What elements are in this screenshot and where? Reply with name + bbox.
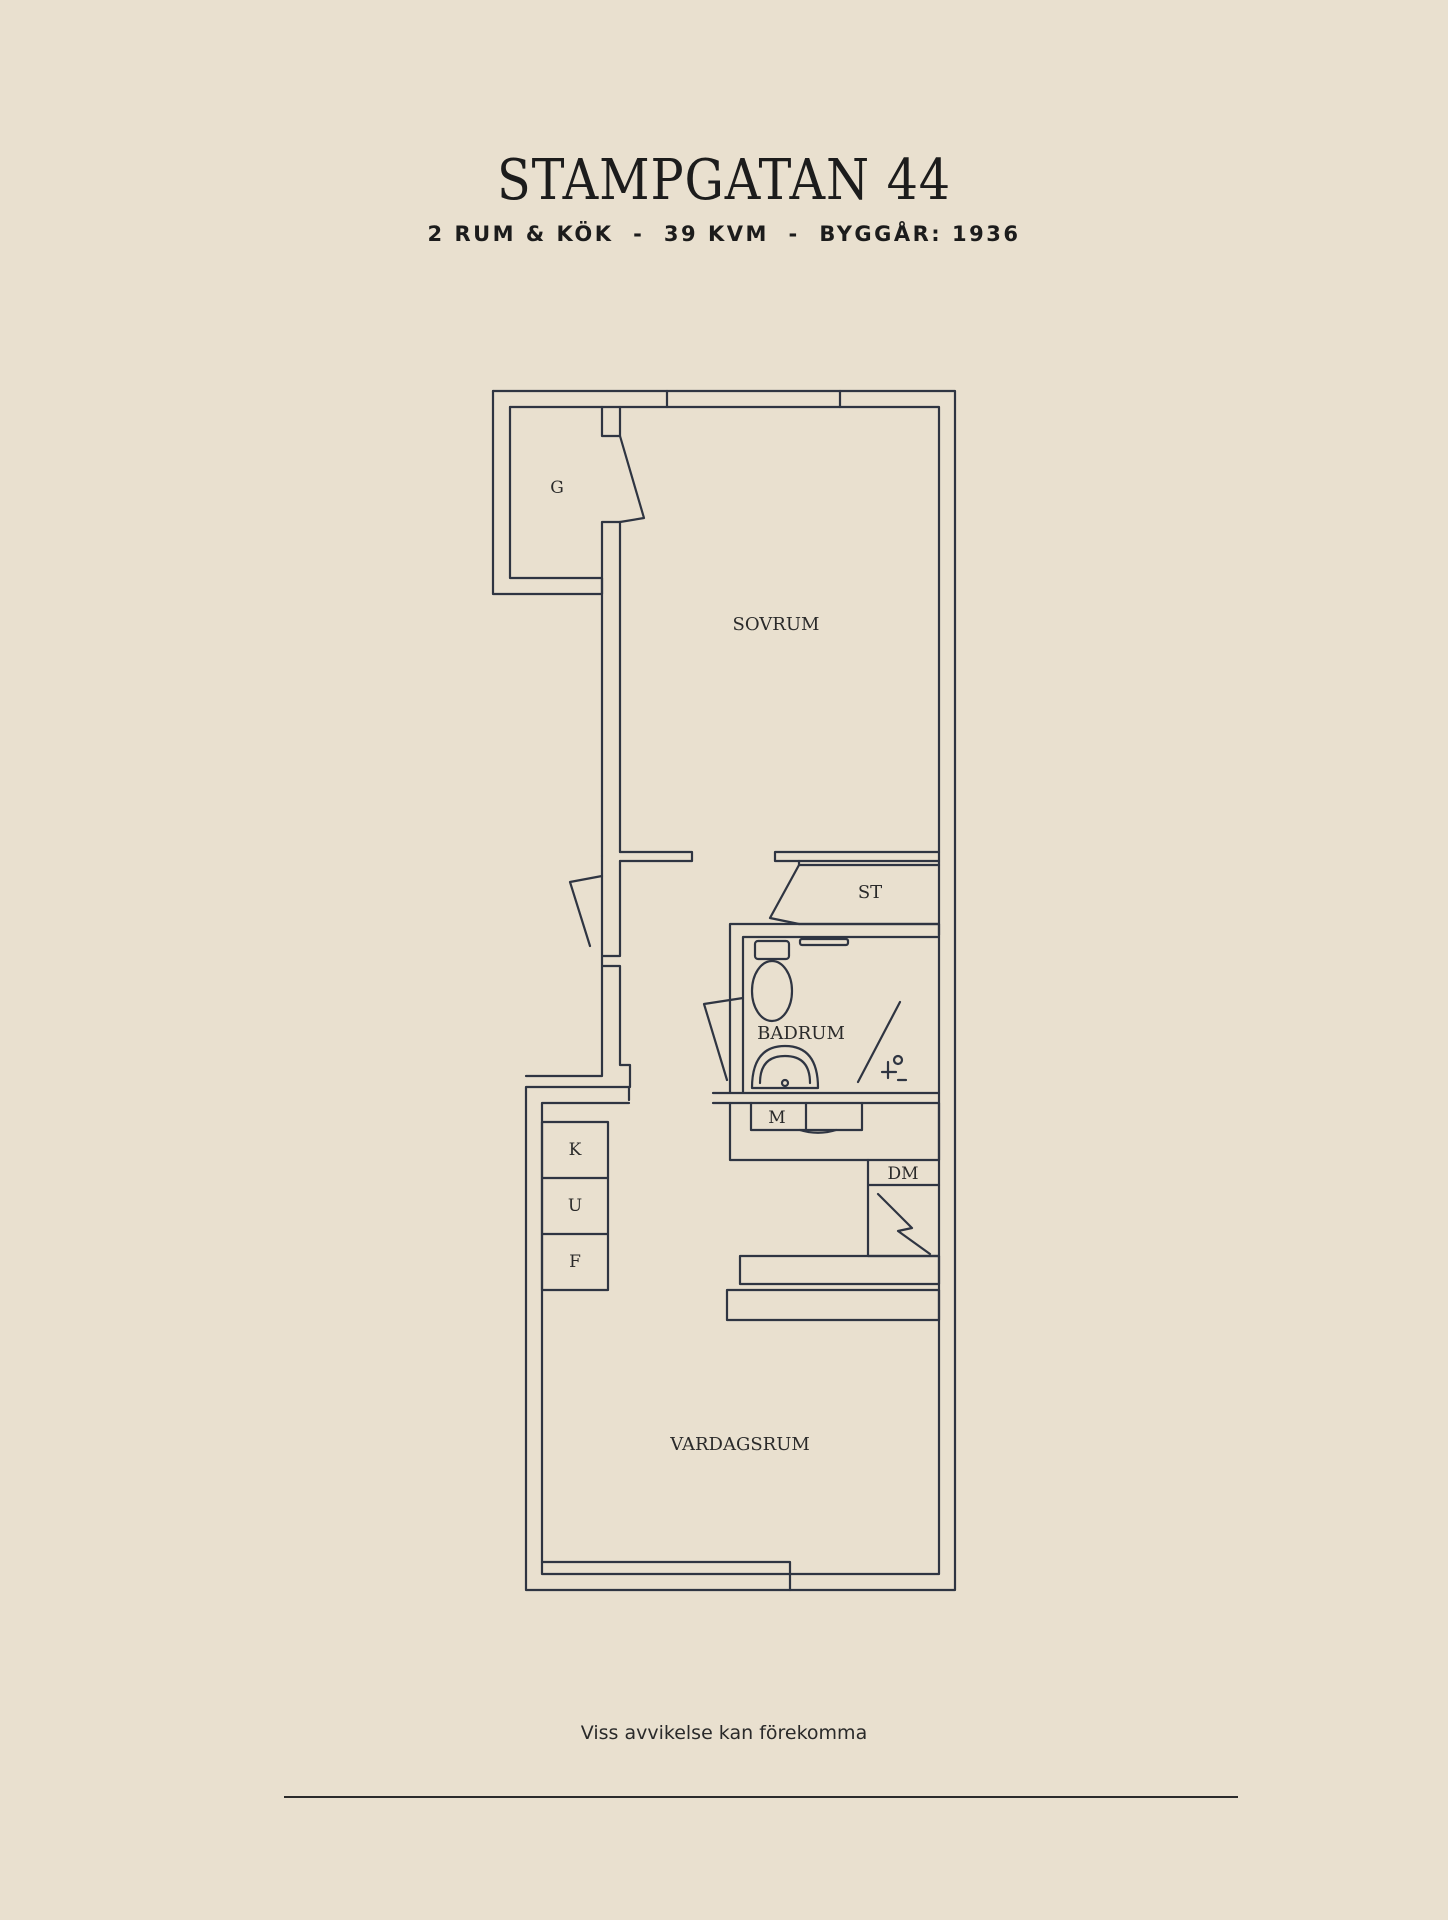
room-label-badrum: BADRUM: [757, 1023, 845, 1044]
towel-rail: [798, 937, 850, 947]
wall-top-outer: [491, 389, 957, 1592]
wall-garderob: [491, 389, 622, 596]
room-label-sovrum: SOVRUM: [733, 614, 820, 635]
door-bathroom-right: [856, 1000, 902, 1084]
wall-corridor-left: [524, 854, 632, 1089]
wall-bedroom-left: [600, 405, 622, 858]
room-label-m: M: [768, 1108, 785, 1128]
wall-bathroom: [711, 922, 941, 1105]
wall-m-closet: [749, 1101, 864, 1132]
page-subtitle: 2 RUM & KÖK - 39 KVM - BYGGÅR: 1936: [427, 222, 1021, 246]
room-label-u: U: [568, 1196, 582, 1216]
room-label-f: F: [569, 1252, 581, 1272]
wall-m-right: [728, 1101, 941, 1162]
room-label-dm: DM: [887, 1164, 918, 1184]
room-label-garderob: G: [550, 478, 564, 498]
kitchen-counter: [540, 1120, 610, 1292]
wall-bedroom-bottom: [618, 850, 941, 863]
toilet-tank: [753, 939, 791, 961]
shower-mixer: [880, 1060, 908, 1082]
dm-symbol: [876, 1192, 932, 1256]
page-title: STAMPGATAN 44: [496, 148, 952, 213]
sink: [750, 1044, 820, 1090]
window-bottom: [540, 1560, 792, 1592]
room-label-vardagsrum: VARDAGSRUM: [669, 1434, 810, 1455]
toilet-bowl: [750, 959, 794, 1023]
door-bathroom: [702, 996, 745, 1082]
door-corridor: [568, 874, 604, 948]
wall-partition: [725, 1254, 941, 1322]
wall-top-inner: [508, 405, 941, 1576]
footer-rule: [284, 1796, 1238, 1798]
door-m-closet: [798, 1128, 838, 1134]
room-label-k: K: [569, 1140, 582, 1160]
room-label-storage: ST: [858, 882, 882, 903]
door-storage: [768, 863, 801, 926]
door-garderob: [618, 434, 646, 524]
window-top: [665, 389, 842, 409]
disclaimer-note: Viss avvikelse kan förekomma: [580, 1722, 868, 1744]
